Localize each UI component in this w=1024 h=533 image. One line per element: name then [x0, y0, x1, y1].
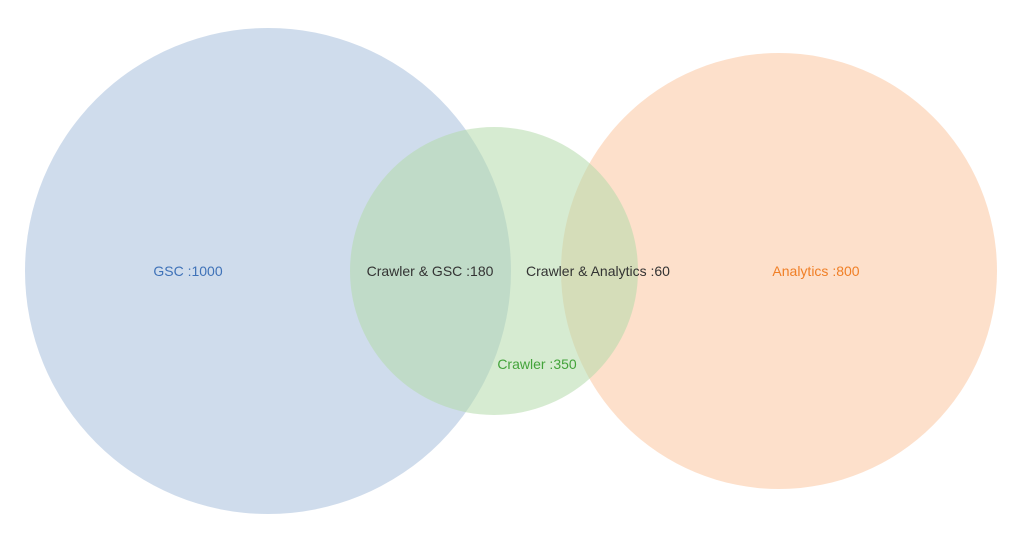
crawler-gsc-label: Crawler & GSC :180	[367, 263, 494, 279]
gsc-circle	[25, 28, 511, 514]
analytics-label: Analytics :800	[772, 263, 859, 279]
gsc-label: GSC :1000	[153, 263, 222, 279]
crawler-label: Crawler :350	[497, 356, 577, 372]
crawler-analytics-label: Crawler & Analytics :60	[526, 263, 670, 279]
analytics-circle	[561, 53, 997, 489]
crawler-circle	[350, 127, 638, 415]
